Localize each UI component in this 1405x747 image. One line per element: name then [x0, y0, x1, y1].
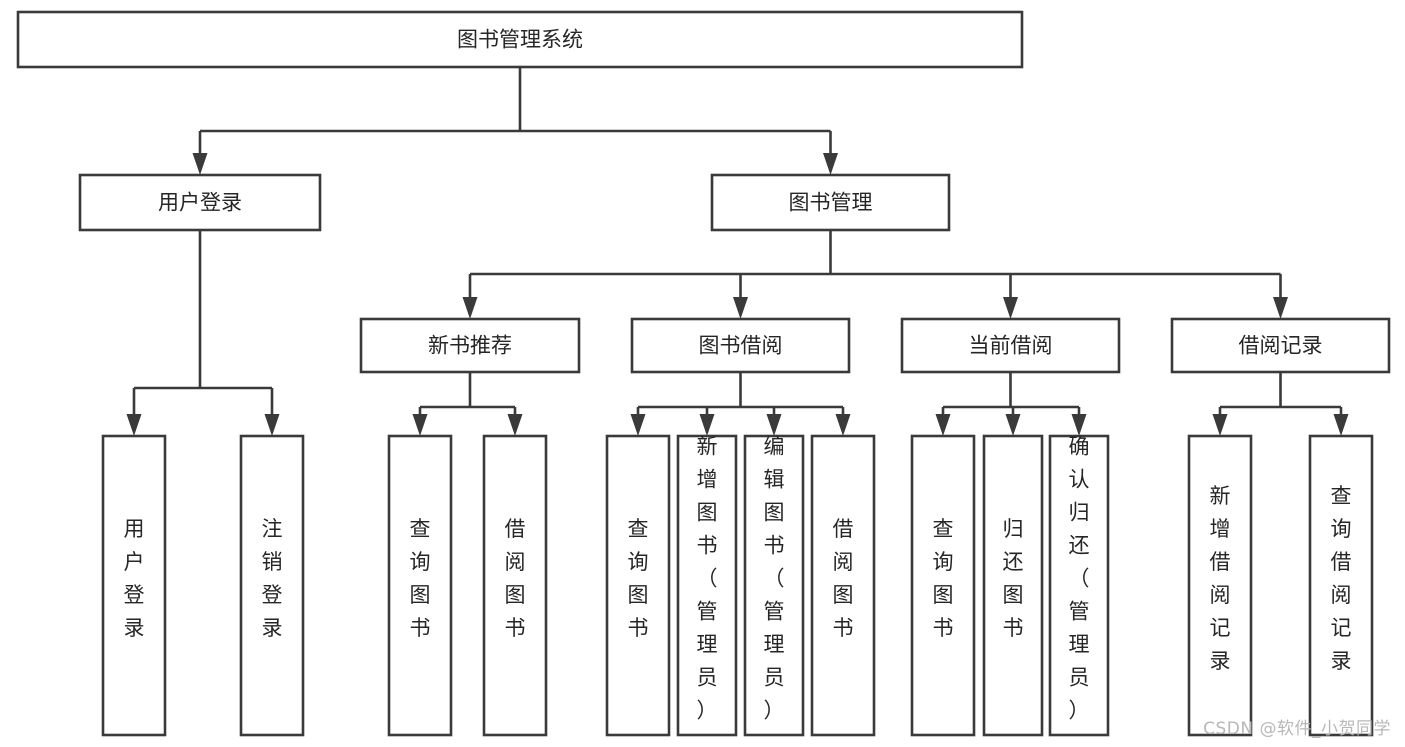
node-leaf2[interactable]: 注销登录 [239, 434, 305, 737]
arrow-head-icon [507, 414, 523, 436]
connector-layer [126, 67, 1349, 436]
node-box [605, 434, 671, 737]
node-label: 用户登录 [158, 191, 242, 215]
node-label: 当前借阅 [969, 334, 1053, 358]
node-newbook[interactable]: 新书推荐 [359, 317, 581, 374]
node-box [743, 434, 805, 737]
node-box [387, 434, 453, 737]
node-box [1170, 317, 1391, 374]
arrow-head-icon [766, 414, 782, 436]
arrow-head-icon [835, 414, 851, 436]
node-label: 借阅图书 [505, 517, 526, 640]
node-box [1308, 434, 1374, 737]
arrow-head-icon [1005, 414, 1021, 436]
node-box [359, 317, 581, 374]
node-leaf9[interactable]: 查询图书 [910, 434, 976, 737]
node-leaf7[interactable]: 编辑图书（管理员） [743, 434, 805, 737]
node-leaf3[interactable]: 查询图书 [387, 434, 453, 737]
arrow-head-icon [264, 414, 280, 436]
node-leaf4[interactable]: 借阅图书 [482, 434, 548, 737]
node-label: 查询图书 [933, 517, 954, 640]
node-layer: 图书管理系统用户登录图书管理新书推荐图书借阅当前借阅借阅记录用户登录注销登录查询… [16, 10, 1391, 737]
node-box [630, 317, 851, 374]
node-leaf11[interactable]: 确认归还（管理员） [1048, 434, 1110, 737]
arrow-head-icon [823, 153, 838, 175]
node-box [78, 173, 322, 232]
node-box [101, 434, 167, 737]
node-leaf1[interactable]: 用户登录 [101, 434, 167, 737]
node-login[interactable]: 用户登录 [78, 173, 322, 232]
node-label: 图书管理 [789, 191, 873, 215]
node-box [1048, 434, 1110, 737]
node-label: 查询借阅记录 [1331, 484, 1352, 673]
node-label: 新增图书（管理员） [697, 435, 718, 723]
node-box [710, 173, 951, 232]
node-box [810, 434, 876, 737]
node-box [482, 434, 548, 737]
node-leaf13[interactable]: 查询借阅记录 [1308, 434, 1374, 737]
node-label: 查询图书 [628, 517, 649, 640]
node-box [910, 434, 976, 737]
node-label: 借阅记录 [1239, 334, 1323, 358]
node-label: 用户登录 [124, 517, 145, 640]
arrow-head-icon [1212, 414, 1228, 436]
arrow-head-icon [1273, 297, 1288, 319]
arrow-head-icon [412, 414, 428, 436]
arrow-head-icon [699, 414, 715, 436]
node-label: 新书推荐 [428, 334, 512, 358]
arrow-head-icon [1003, 297, 1018, 319]
node-borrow[interactable]: 图书借阅 [630, 317, 851, 374]
node-label: 确认归还（管理员） [1069, 435, 1090, 723]
node-leaf5[interactable]: 查询图书 [605, 434, 671, 737]
node-box [900, 317, 1121, 374]
arrow-head-icon [935, 414, 951, 436]
node-box [16, 10, 1024, 69]
node-current[interactable]: 当前借阅 [900, 317, 1121, 374]
node-box [676, 434, 738, 737]
arrow-head-icon [462, 297, 478, 319]
node-label: 借阅图书 [833, 517, 854, 640]
node-box [239, 434, 305, 737]
node-root[interactable]: 图书管理系统 [16, 10, 1024, 69]
arrow-head-icon [733, 297, 748, 319]
node-leaf6[interactable]: 新增图书（管理员） [676, 434, 738, 737]
arrow-head-icon [1071, 414, 1087, 436]
node-label: 查询图书 [410, 517, 431, 640]
node-leaf10[interactable]: 归还图书 [982, 434, 1044, 737]
node-label: 图书管理系统 [457, 28, 583, 52]
node-bookmgmt[interactable]: 图书管理 [710, 173, 951, 232]
node-label: 注销登录 [262, 517, 283, 640]
node-label: 编辑图书（管理员） [764, 435, 785, 723]
node-leaf12[interactable]: 新增借阅记录 [1187, 434, 1253, 737]
node-leaf8[interactable]: 借阅图书 [810, 434, 876, 737]
arrow-head-icon [630, 414, 646, 436]
arrow-head-icon [126, 414, 142, 436]
arrow-head-icon [1333, 414, 1349, 436]
node-box [982, 434, 1044, 737]
node-label: 图书借阅 [699, 334, 783, 358]
node-box [1187, 434, 1253, 737]
node-label: 新增借阅记录 [1210, 484, 1231, 673]
node-label: 归还图书 [1003, 517, 1024, 640]
arrow-head-icon [192, 153, 208, 175]
node-records[interactable]: 借阅记录 [1170, 317, 1391, 374]
